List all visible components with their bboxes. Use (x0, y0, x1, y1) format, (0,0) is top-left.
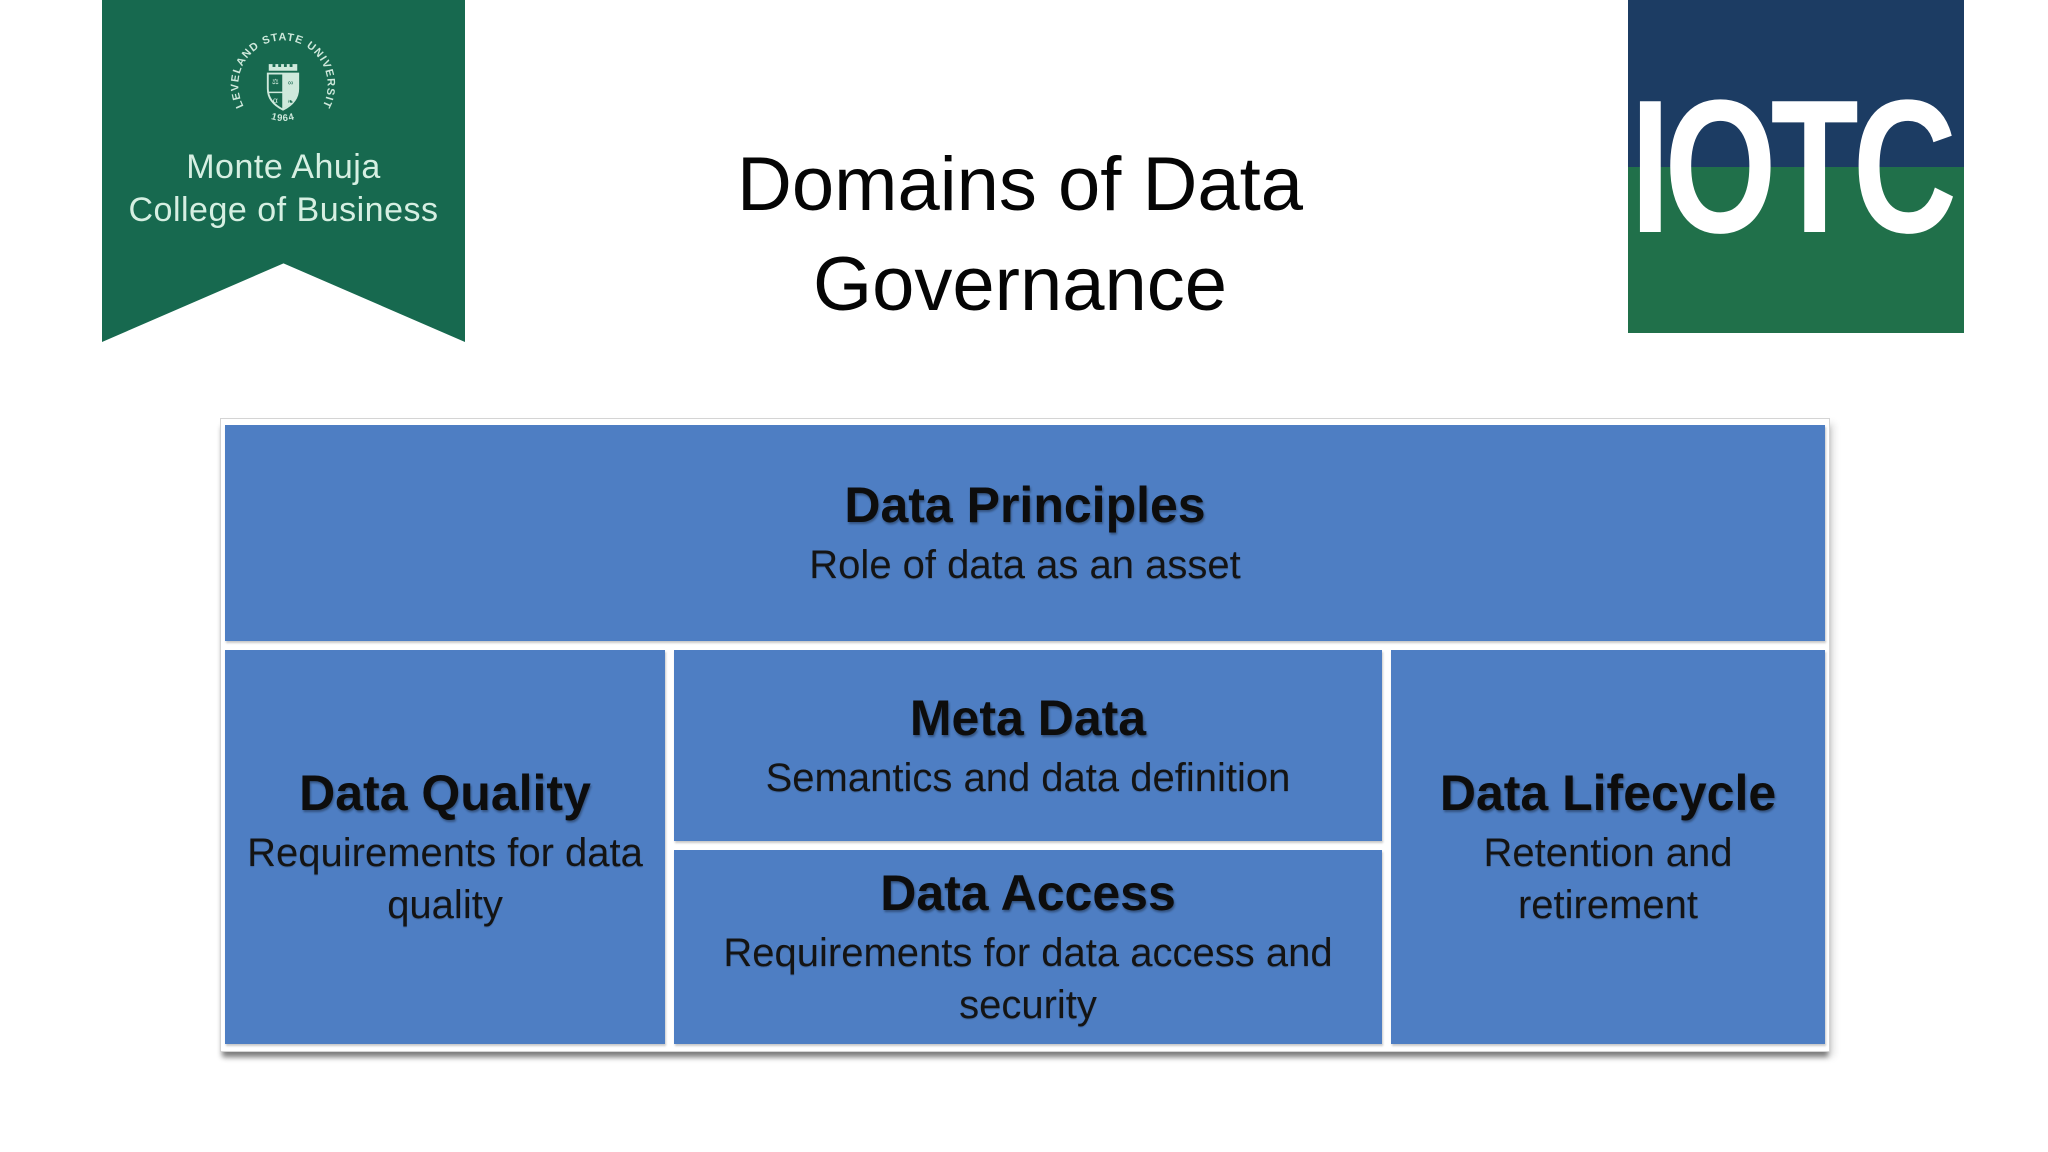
box-subtitle: Retention and retirement (1483, 831, 1733, 927)
svg-text:α: α (273, 95, 278, 105)
otc-logo-green-half (1628, 167, 1964, 333)
governance-diagram: Data Principles Role of data as an asset… (220, 418, 1830, 1052)
svg-text:1964: 1964 (270, 111, 296, 124)
box-data-access: Data Access Requirements for data access… (674, 850, 1382, 1044)
box-meta-data: Meta Data Semantics and data definition (674, 650, 1382, 841)
svg-text:❧: ❧ (287, 97, 294, 106)
otc-logo-navy-half (1628, 0, 1964, 167)
svg-text:∞: ∞ (288, 78, 293, 87)
box-title: Data Access (880, 865, 1176, 921)
csu-seal-icon: CLEVELAND STATE UNIVERSITY 1964 ⚖ ∞ α ❧ (226, 28, 336, 124)
slide-title-line1: Domains of Data (736, 141, 1304, 227)
box-title: Data Principles (844, 477, 1206, 533)
otc-logo: IOTC (1628, 0, 1964, 333)
seal-year-text: 1964 (270, 111, 295, 124)
college-name-line1: Monte Ahuja (186, 148, 381, 186)
slide-title: Domains of Data Governance (520, 135, 1520, 335)
college-name: Monte Ahuja College of Business (102, 146, 465, 232)
seal-battlement (268, 64, 298, 71)
box-subtitle: Role of data as an asset (809, 543, 1241, 587)
slide-title-line2: Governance (812, 241, 1228, 327)
college-name-line2: College of Business (128, 191, 439, 229)
box-title: Data Quality (299, 765, 591, 821)
box-subtitle: Semantics and data definition (765, 755, 1291, 800)
box-data-principles: Data Principles Role of data as an asset (225, 425, 1825, 641)
otc-logo-letters: IOTC (1630, 60, 1957, 273)
box-subtitle: Requirements for data access and securit… (723, 931, 1333, 1027)
svg-text:⚖: ⚖ (272, 77, 279, 86)
box-data-quality: Data Quality Requirements for data quali… (225, 650, 665, 1044)
diagram-middle-column: Meta Data Semantics and data definition … (674, 650, 1382, 1044)
box-data-lifecycle: Data Lifecycle Retention and retirement (1391, 650, 1825, 1044)
college-banner-logo: CLEVELAND STATE UNIVERSITY 1964 ⚖ ∞ α ❧ … (102, 0, 465, 342)
box-subtitle: Requirements for data quality (247, 831, 643, 927)
box-title: Meta Data (909, 689, 1147, 746)
box-title: Data Lifecycle (1439, 765, 1777, 821)
